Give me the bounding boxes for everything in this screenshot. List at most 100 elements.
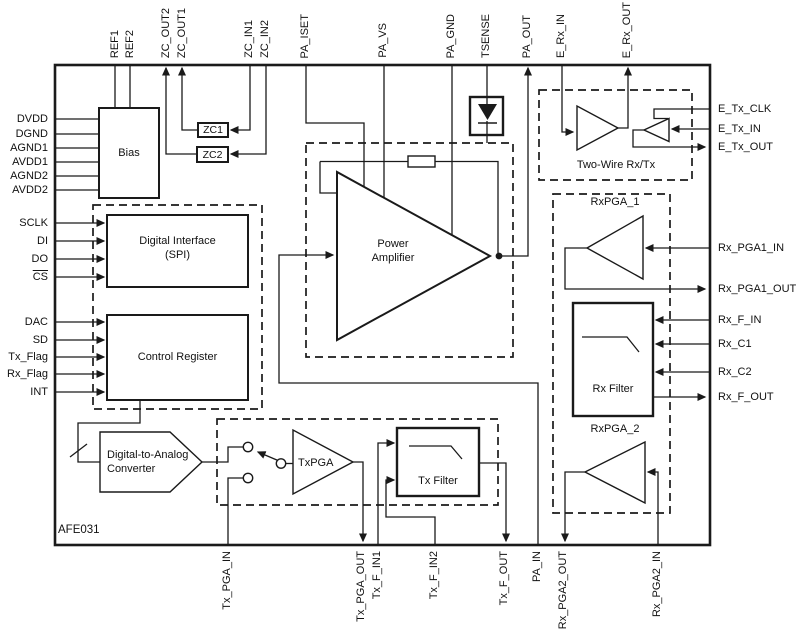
pin-label-rx-flag: Rx_Flag <box>7 368 48 380</box>
wire-rx-pga2-out <box>561 471 585 543</box>
pin-label-e-tx-clk: E_Tx_CLK <box>718 103 772 115</box>
wire-zc-in2 <box>229 65 267 158</box>
tx-filter-label: Tx Filter <box>418 475 458 487</box>
wire-tx-f-in2 <box>385 476 436 545</box>
tx-filter-box <box>395 426 481 498</box>
wire-e-tx-out <box>632 129 707 151</box>
pin-label-rx-f-out: Rx_F_OUT <box>718 391 774 403</box>
pin-label-sclk: SCLK <box>19 217 48 229</box>
pin-label-zc-in2: ZC_IN2 <box>259 20 271 58</box>
pin-label-ref2: REF2 <box>124 29 136 58</box>
switch-contact-bottom <box>242 472 254 484</box>
dac-label: Digital-to-Analog Converter <box>107 448 188 476</box>
pin-label-pa-gnd: PA_GND <box>445 13 457 58</box>
pin-label-tx-f-in2: Tx_F_IN2 <box>428 551 440 600</box>
component-shapes <box>98 95 670 505</box>
two-wire-rx-amp-triangle <box>576 104 620 152</box>
pin-label-dgnd: DGND <box>15 128 48 140</box>
pin-label-tx-flag: Tx_Flag <box>8 351 48 363</box>
pin-label-dac: DAC <box>24 316 48 328</box>
switch-pole <box>275 458 287 469</box>
spi-dashed-box <box>92 204 263 410</box>
pin-label-pa-in: PA_IN <box>531 551 543 582</box>
control-register-label: Control Register <box>137 351 218 363</box>
wire-pa-in <box>278 251 539 545</box>
two-wire-tx-amp-triangle <box>642 117 670 143</box>
pin-label-rx-pga1-in: Rx_PGA1_IN <box>718 242 785 254</box>
wire-zc-out2 <box>162 66 197 155</box>
pin-label-avdd1: AVDD1 <box>12 156 48 168</box>
pin-label-sd: SD <box>32 334 48 346</box>
wire-tx-pga-in <box>227 477 243 545</box>
pin-label-dvdd: DVDD <box>16 113 48 125</box>
pin-label-rx-pga1-out: Rx_PGA1_OUT <box>718 283 797 295</box>
wire-tx-f-in1 <box>377 439 396 545</box>
pin-label-agnd2: AGND2 <box>10 170 48 182</box>
rxpga2-label: RxPGA_2 <box>590 423 640 435</box>
pin-label-di: DI <box>37 235 48 247</box>
pa-output-node <box>495 252 503 260</box>
power-amplifier-label-line2: Amplifier <box>371 252 415 264</box>
wire-dac-to-switch <box>202 446 243 463</box>
rxpga1-label: RxPGA_1 <box>590 196 640 208</box>
dac-label-line1: Digital-to-Analog <box>107 449 189 461</box>
rxpga2-triangle <box>583 440 646 505</box>
wire-zc-in1 <box>229 65 251 134</box>
pin-label-ref1: REF1 <box>109 29 121 58</box>
tsense-diode-triangle <box>478 104 497 120</box>
wire-control-dac-bus <box>77 400 141 463</box>
bias-box <box>98 107 160 199</box>
rx-filter-label: Rx Filter <box>592 383 634 395</box>
bias-label: Bias <box>118 147 140 159</box>
wire-pa-iset <box>305 65 365 187</box>
pin-label-rx-c2: Rx_C2 <box>718 366 752 378</box>
wire-pa-feedback-left <box>319 161 336 194</box>
wire-tx-pga-out <box>353 461 367 543</box>
pin-label-avdd2: AVDD2 <box>12 184 48 196</box>
power-amplifier-label: Power Amplifier <box>343 237 443 265</box>
rx-dashed-box <box>552 193 671 514</box>
pin-label-tx-f-in1: Tx_F_IN1 <box>371 551 383 600</box>
tx-filter-response-glyph <box>409 445 463 460</box>
pin-label-e-tx-in: E_Tx_IN <box>718 123 761 135</box>
dac-label-line2: Converter <box>107 463 156 475</box>
wire-rx-pga1-out <box>564 247 707 293</box>
pin-label-zc-out2: ZC_OUT2 <box>160 7 172 58</box>
pin-label-tx-pga-out: Tx_PGA_OUT <box>355 551 367 622</box>
txpga-label: TxPGA <box>298 457 334 469</box>
digital-interface-box <box>106 214 249 288</box>
wire-pa-out <box>499 66 532 257</box>
pin-label-e-rx-out: E_Rx_OUT <box>621 1 633 58</box>
pin-label-tsense: TSENSE <box>480 13 492 58</box>
pin-label-zc-out1: ZC_OUT1 <box>176 7 188 58</box>
pin-label-tx-f-out: Tx_F_OUT <box>498 551 510 606</box>
wire-e-tx-clk <box>653 108 710 120</box>
wire-pa-feedback-h2 <box>435 160 499 253</box>
pin-label-pa-vs: PA_VS <box>377 23 389 58</box>
pin-label-tx-pga-in: Tx_PGA_IN <box>221 551 233 610</box>
pin-label-do: DO <box>31 253 49 265</box>
pin-label-int: INT <box>30 386 48 398</box>
zc2-box <box>196 146 229 163</box>
chip-boundary <box>53 63 712 547</box>
two-wire-label: Two-Wire Rx/Tx <box>576 159 656 171</box>
pa-dashed-box <box>305 142 514 358</box>
switch-contact-top <box>242 441 254 453</box>
wire-rx-pga2-in <box>646 468 659 545</box>
wire-tx-f-out <box>479 462 510 543</box>
feedback-resistor <box>407 155 436 168</box>
zc2-label: ZC2 <box>202 149 223 161</box>
pin-label-pa-iset: PA_ISET <box>299 13 311 58</box>
pin-label-rx-pga2-in: Rx_PGA2_IN <box>651 551 663 618</box>
pin-label-agnd1: AGND1 <box>10 142 48 154</box>
pin-label-cs: CS <box>32 271 48 283</box>
dac-shape <box>99 431 204 493</box>
pin-label-e-rx-in: E_Rx_IN <box>555 13 567 58</box>
rx-filter-box <box>571 301 655 418</box>
pin-label-e-tx-out: E_Tx_OUT <box>718 141 774 153</box>
power-amplifier-label-line1: Power <box>377 238 409 250</box>
pin-label-pa-out: PA_OUT <box>521 14 533 58</box>
control-register-box <box>106 314 249 401</box>
